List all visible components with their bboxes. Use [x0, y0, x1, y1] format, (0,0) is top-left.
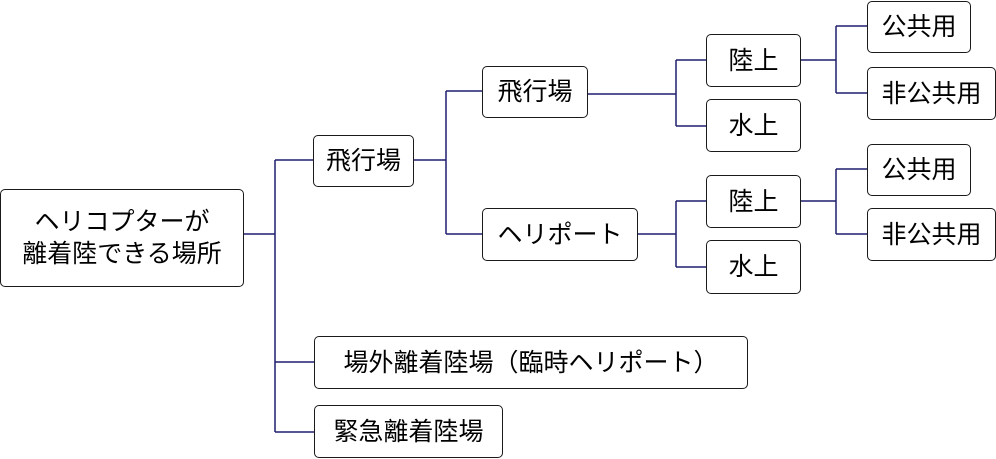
public-label-2: 公共用 — [881, 155, 957, 184]
water-node-2: 水上 — [706, 240, 801, 294]
connector-land-2-branch — [800, 169, 837, 234]
sub-airfield-node: 飛行場 — [482, 66, 588, 118]
land-label-2: 陸上 — [728, 186, 779, 216]
non-public-label-2: 非公共用 — [881, 219, 982, 249]
land-label-1: 陸上 — [728, 45, 779, 75]
non-public-node-1: 非公共用 — [867, 67, 996, 120]
root-label-line2: 離着陸できる場所 — [22, 239, 222, 268]
public-node-2: 公共用 — [867, 144, 971, 196]
root-label-line1: ヘリコプターが — [34, 207, 210, 236]
water-label-1: 水上 — [728, 110, 779, 140]
connector-land-1-branch — [800, 26, 837, 93]
airfield-label: 飛行場 — [325, 146, 401, 175]
non-public-node-2: 非公共用 — [867, 208, 996, 261]
emergency-node: 緊急離着陸場 — [314, 405, 503, 458]
public-node-1: 公共用 — [867, 1, 971, 53]
water-node-1: 水上 — [706, 99, 801, 152]
connector-sub-airfield-branch — [587, 60, 677, 126]
off-airport-node: 場外離着陸場（臨時ヘリポート） — [314, 336, 748, 389]
public-label-1: 公共用 — [881, 12, 957, 41]
connector-root-to-children — [244, 160, 276, 432]
connector-airfield-branch — [413, 91, 447, 234]
non-public-label-1: 非公共用 — [881, 78, 982, 108]
connector-heliport-branch — [637, 201, 677, 267]
root-node: ヘリコプターが 離着陸できる場所 — [0, 189, 244, 287]
emergency-label: 緊急離着陸場 — [333, 416, 484, 446]
heliport-label: ヘリポート — [497, 219, 623, 249]
off-airport-label: 場外離着陸場（臨時ヘリポート） — [343, 347, 719, 377]
heliport-node: ヘリポート — [482, 208, 638, 261]
land-node-1: 陸上 — [706, 34, 801, 87]
connector-group — [244, 25, 868, 433]
sub-airfield-label: 飛行場 — [497, 77, 573, 106]
water-label-2: 水上 — [728, 252, 779, 281]
land-node-2: 陸上 — [706, 175, 801, 228]
airfield-node: 飛行場 — [313, 135, 414, 187]
